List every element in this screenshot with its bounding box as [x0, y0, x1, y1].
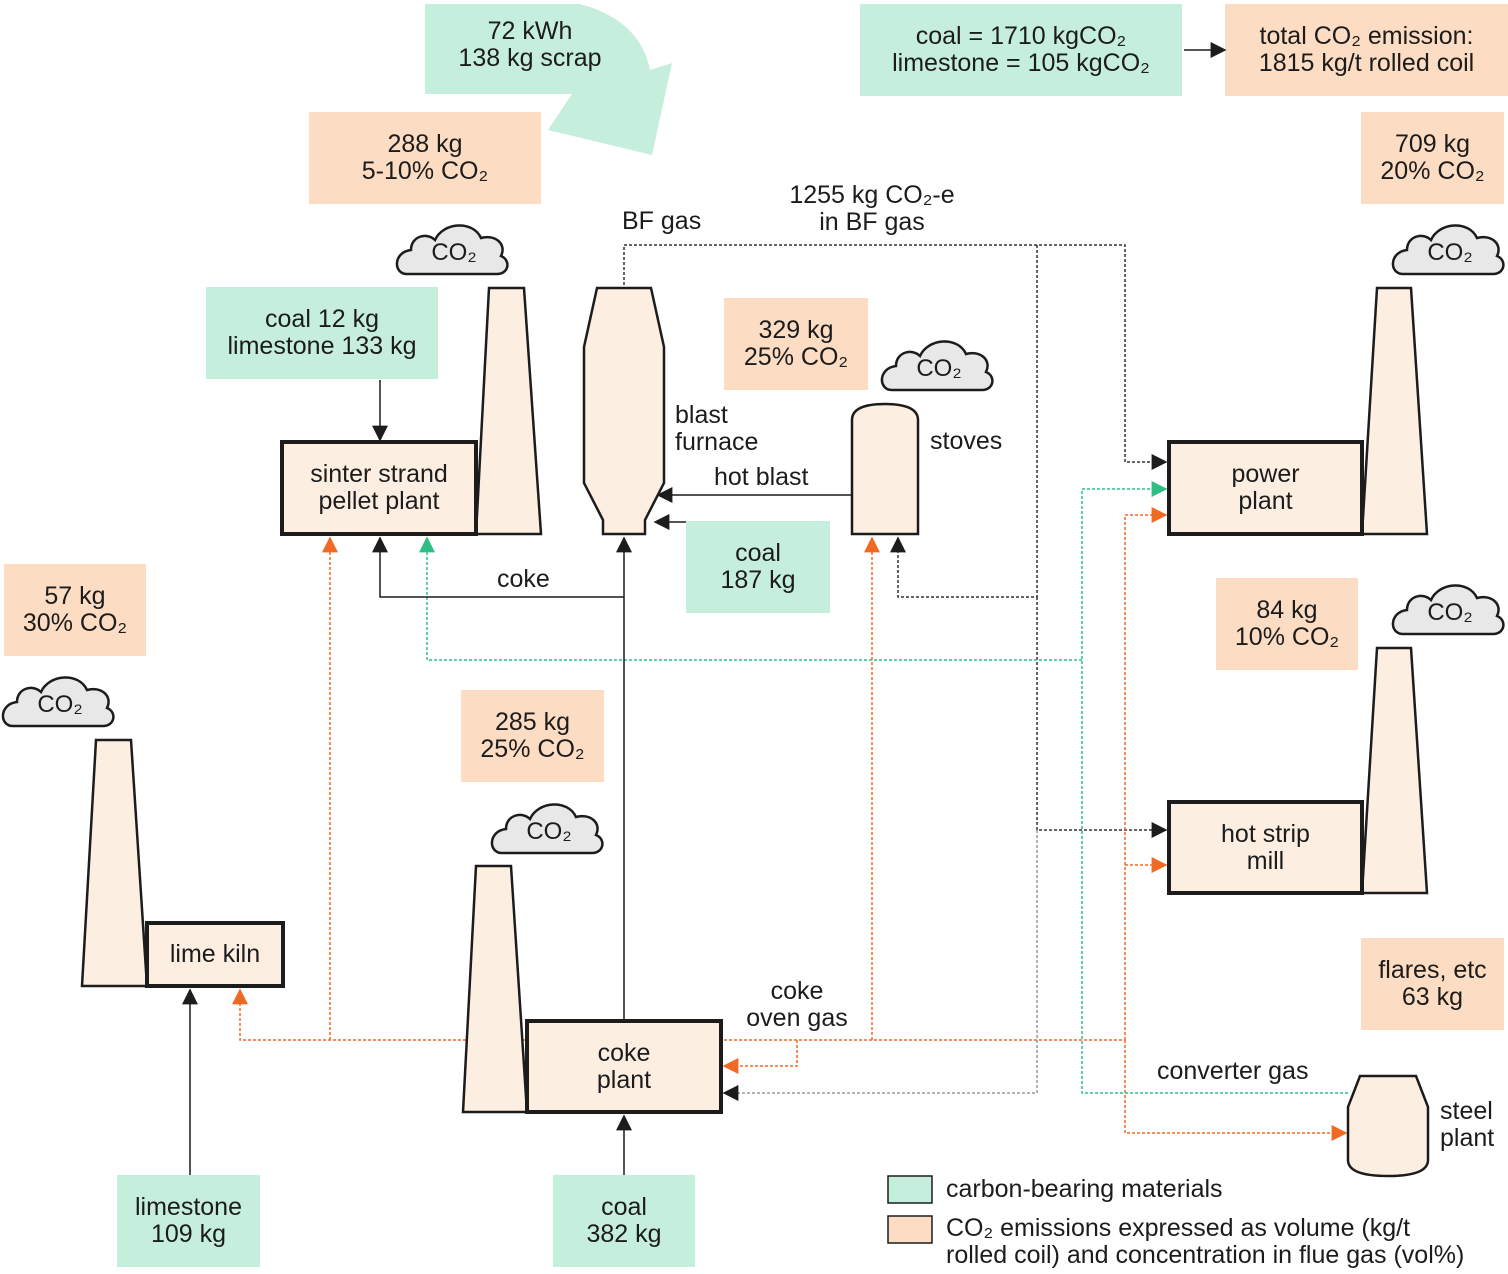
blast-furnace-label: blast furnace [675, 401, 759, 456]
steel-plant-shape [1346, 1074, 1430, 1178]
hot-strip-mill-box [1167, 800, 1364, 895]
co2-factors-label: coal = 1710 kgCO₂ limestone = 105 kgCO₂ [892, 22, 1150, 77]
stoves-cloud-label: CO₂ [916, 355, 962, 382]
bf-gas-line [623, 244, 1168, 470]
sinter-chimney [474, 286, 543, 536]
bf-coal-label: coal 187 kg [720, 539, 796, 594]
coke-flow-label: coke [497, 565, 550, 593]
power-emission-box [1361, 112, 1504, 204]
coke-oven-gas-label: coke oven gas [746, 977, 848, 1032]
coke-coal-box [553, 1175, 695, 1267]
coke-coal-label: coal 382 kg [586, 1193, 662, 1248]
sinter-cloud-shape [395, 224, 509, 276]
hot-strip-chimney [1360, 646, 1429, 895]
total-emission-label: total CO₂ emission: 1815 kg/t rolled coi… [1258, 22, 1475, 77]
converter-gas-to-sinter-line [419, 536, 1082, 661]
info-boxes [4, 4, 1508, 1267]
legend-emission-label: CO₂ emissions expressed as volume (kg/t … [946, 1214, 1465, 1269]
hot-strip-cloud-label: CO₂ [1427, 599, 1473, 626]
scrap-energy-arrow-box [425, 4, 672, 155]
legend-carbon-swatch [887, 1175, 933, 1204]
stoves-cloud-shape [880, 340, 994, 392]
kiln-limestone-label: limestone 109 kg [135, 1193, 242, 1248]
converter-gas-line [1081, 481, 1348, 1094]
power-plant-label: power plant [1231, 460, 1300, 515]
coke-oven-gas-west-line [232, 988, 526, 1041]
lime-kiln-emission-box [4, 564, 146, 656]
hot-blast-label: hot blast [714, 463, 809, 491]
coke-to-sinter-line [372, 536, 624, 598]
stoves-shape [850, 402, 920, 536]
steel-plant-label: steel plant [1440, 1097, 1495, 1152]
sinter-cloud-label: CO₂ [431, 239, 477, 266]
plant-units [145, 286, 1430, 1178]
sinter-plant-label: sinter strand pellet plant [310, 460, 448, 515]
stoves-label: stoves [930, 427, 1003, 455]
coke-oven-gas-return-line [722, 1040, 798, 1074]
bf-gas-to-coke-line [722, 830, 1038, 1101]
lime-kiln-cloud-label: CO₂ [37, 691, 83, 718]
coke-cloud-shape [490, 803, 604, 855]
power-cloud-label: CO₂ [1427, 239, 1473, 266]
legend-emission-swatch [887, 1215, 933, 1244]
power-cloud-shape [1391, 224, 1505, 276]
co2-factors-box [860, 4, 1182, 96]
coke-plant-label: coke plant [596, 1038, 652, 1094]
bf-gas-to-stoves-line [890, 245, 1038, 598]
coke-emission-box [461, 690, 604, 782]
sinter-emission-box [309, 112, 541, 204]
power-emission-label: 709 kg 20% CO₂ [1380, 130, 1485, 185]
bf-gas-label: BF gas [622, 207, 702, 235]
coke-emission-label: 285 kg 25% CO₂ [480, 708, 585, 763]
flow-lines [182, 42, 1348, 1175]
lime-kiln-label: lime kiln [169, 940, 261, 968]
lime-kiln-emission-label: 57 kg 30% CO₂ [22, 582, 128, 637]
flares-emission-box [1361, 938, 1504, 1030]
sinter-inputs-label: coal 12 kg limestone 133 kg [227, 305, 417, 360]
hot-strip-cloud-shape [1391, 584, 1505, 636]
coke-plant-box [525, 1019, 723, 1114]
hot-strip-mill-label: hot strip mill [1221, 819, 1310, 875]
hot-strip-emission-label: 84 kg 10% CO₂ [1234, 596, 1340, 651]
legend-swatches [887, 1175, 933, 1244]
stoves-emission-box [724, 298, 868, 390]
power-plant-box [1167, 440, 1364, 536]
sinter-emission-label: 288 kg 5-10% CO₂ [361, 130, 489, 185]
kiln-limestone-box [117, 1175, 260, 1267]
coke-cloud-label: CO₂ [526, 818, 572, 845]
lime-kiln-chimney [80, 738, 149, 988]
flares-emission-label: flares, etc 63 kg [1378, 956, 1487, 1011]
blast-furnace-shape [582, 286, 666, 536]
total-emission-box [1225, 4, 1508, 96]
chimneys [80, 286, 1429, 1114]
converter-gas-label: converter gas [1157, 1057, 1309, 1085]
lime-kiln-cloud-shape [1, 676, 115, 728]
co2-clouds [1, 224, 1505, 855]
coke-oven-gas-to-steel-line [1124, 1040, 1348, 1141]
coke-chimney [461, 864, 529, 1114]
lime-kiln-box [145, 921, 285, 988]
bf-gas-co2-label: 1255 kg CO₂-e in BF gas [789, 181, 955, 236]
bf-coal-box [686, 521, 830, 613]
power-chimney [1360, 286, 1429, 536]
sinter-plant-box [280, 440, 478, 536]
scrap-energy-label: 72 kWh 138 kg scrap [458, 17, 602, 72]
coke-oven-gas-to-power-line [1124, 507, 1168, 1040]
legend-carbon-label: carbon-bearing materials [946, 1175, 1223, 1203]
hot-strip-emission-box [1216, 578, 1358, 670]
stoves-emission-label: 329 kg 25% CO₂ [743, 316, 849, 371]
sinter-inputs-box [206, 287, 438, 379]
bf-gas-to-hot-strip-line [1036, 597, 1168, 838]
